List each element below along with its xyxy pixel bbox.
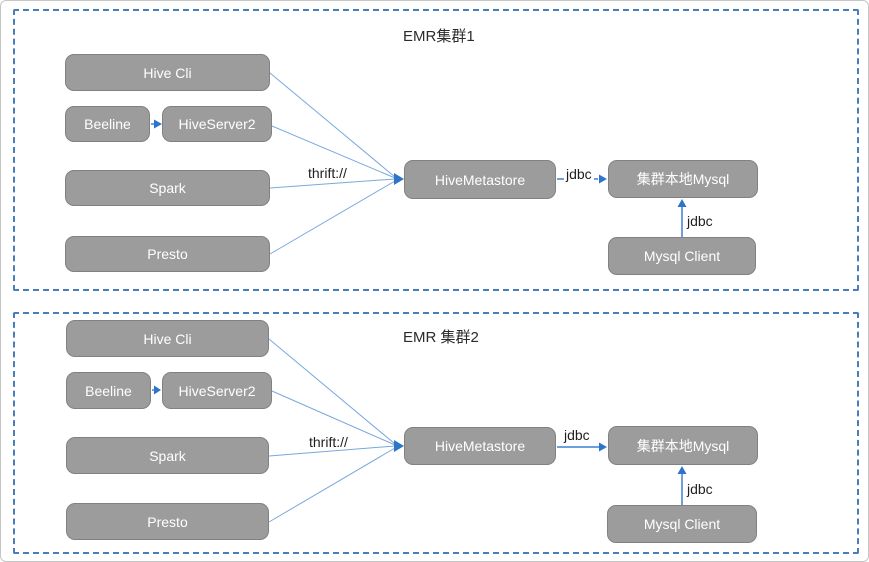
node-hive-metastore-cluster1: HiveMetastore (404, 160, 556, 199)
edge-label-thrift-cluster1: thrift:// (308, 165, 347, 181)
node-local-mysql-cluster2: 集群本地Mysql (608, 426, 758, 465)
node-presto-cluster1: Presto (65, 236, 270, 272)
node-hive-metastore-cluster2: HiveMetastore (404, 427, 556, 465)
node-presto-cluster2: Presto (66, 503, 269, 540)
node-spark-cluster2: Spark (66, 437, 269, 474)
node-hive-cli-cluster1: Hive Cli (65, 54, 270, 91)
cluster-1-frame (13, 9, 859, 291)
cluster-2-title: EMR 集群2 (403, 329, 479, 346)
node-hiveserver2-cluster2: HiveServer2 (162, 372, 272, 409)
node-spark-cluster1: Spark (65, 170, 270, 206)
cluster-2-frame (13, 312, 859, 554)
edge-label-jdbc-horizontal-cluster1: jdbc (564, 166, 594, 182)
node-mysql-client-cluster1: Mysql Client (608, 237, 756, 275)
node-beeline-cluster2: Beeline (66, 372, 151, 409)
edge-label-thrift-cluster2: thrift:// (309, 434, 348, 450)
edge-label-jdbc-vertical-cluster2: jdbc (687, 481, 713, 497)
cluster-1-title: EMR集群1 (403, 28, 475, 45)
edge-label-jdbc-vertical-cluster1: jdbc (687, 213, 713, 229)
node-hiveserver2-cluster1: HiveServer2 (162, 106, 272, 142)
node-hive-cli-cluster2: Hive Cli (66, 320, 269, 357)
node-local-mysql-cluster1: 集群本地Mysql (608, 160, 758, 198)
node-mysql-client-cluster2: Mysql Client (607, 505, 757, 543)
node-beeline-cluster1: Beeline (65, 106, 150, 142)
edge-label-jdbc-horizontal-cluster2: jdbc (564, 427, 590, 443)
